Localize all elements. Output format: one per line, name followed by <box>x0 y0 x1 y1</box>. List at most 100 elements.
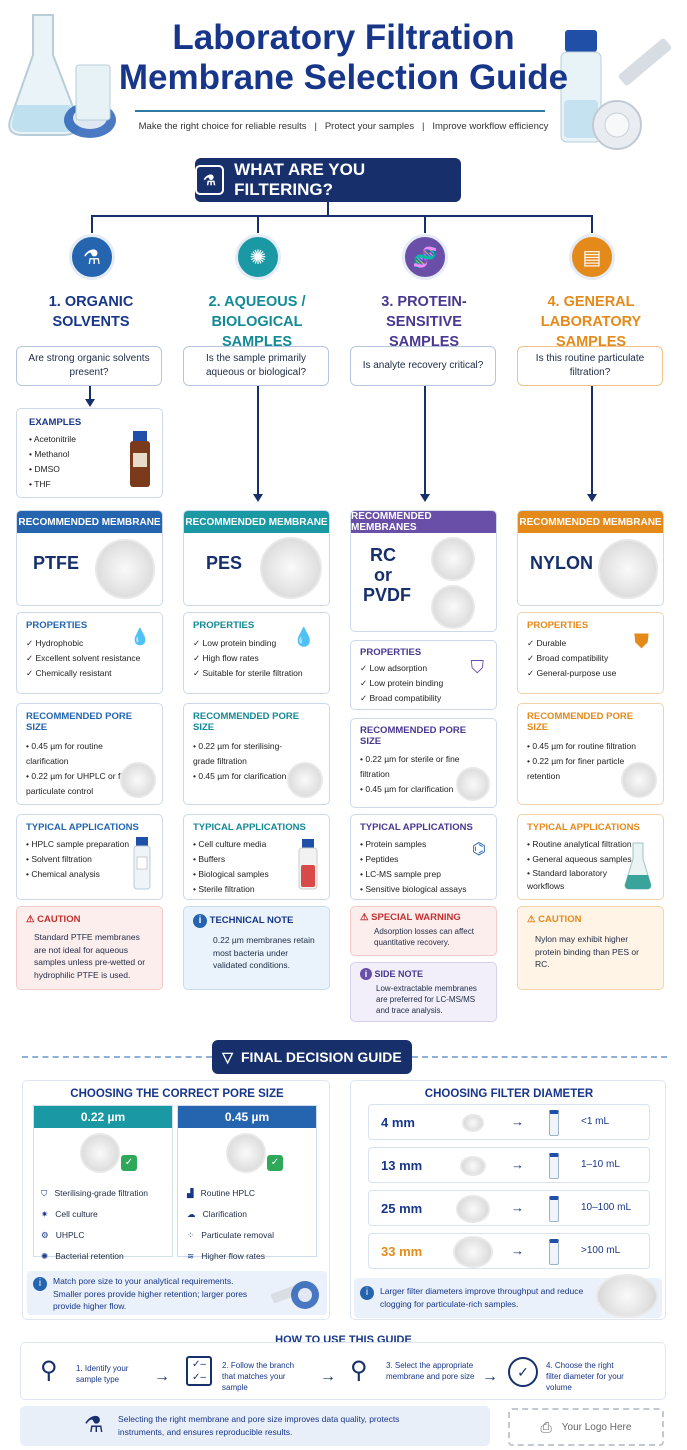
vial-icon <box>549 1196 559 1222</box>
chart-icon: ▟ <box>187 1188 194 1198</box>
tree-drop-3 <box>424 215 426 233</box>
app-item: • Buffers <box>193 854 226 864</box>
info-icon: i <box>193 914 207 928</box>
pore-title: RECOMMENDED PORE SIZE <box>360 725 467 747</box>
pore-045-item: ≋ Higher flow rates <box>187 1251 265 1261</box>
volume-label: <1 mL <box>581 1116 610 1127</box>
pore-title: RECOMMENDED PORE SIZE <box>193 711 300 733</box>
pore-022-list: ⛉ Sterilising-grade filtration ✷ Cell cu… <box>41 1183 148 1267</box>
app-item: • Sensitive biological assays <box>360 884 467 894</box>
vial-syringe-illustration <box>555 25 683 155</box>
rec-header: RECOMMENDED MEMBRANE <box>17 511 162 533</box>
dashed-divider-right <box>412 1056 667 1058</box>
howto-step: 4. Choose the right filter diameter for … <box>546 1361 624 1392</box>
membrane-disc-rc <box>431 537 475 581</box>
pore-045-item: ▟ Routine HPLC <box>187 1188 255 1198</box>
caution-note: ⚠ CAUTION Nylon may exhibit higher prote… <box>517 906 664 990</box>
example-item: • Acetonitrile <box>29 434 76 444</box>
pore-card: RECOMMENDED PORE SIZE • 0.22 µm for ster… <box>183 703 330 805</box>
applications-card: TYPICAL APPLICATIONS • HPLC sample prepa… <box>16 814 163 900</box>
question-general: Is this routine particulate filtration? <box>517 346 663 386</box>
pore-section-title: CHOOSING THE CORRECT PORE SIZE <box>70 1088 284 1100</box>
info-icon: i <box>33 1277 47 1291</box>
warning-icon: ⚠ <box>360 912 369 923</box>
applications-title: TYPICAL APPLICATIONS <box>527 822 640 833</box>
tree-drop-2 <box>257 215 259 233</box>
pore-card: RECOMMENDED PORE SIZE • 0.22 µm for ster… <box>350 718 497 808</box>
app-item: • Routine analytical filtration <box>527 839 632 849</box>
volume-label: >100 mL <box>581 1245 621 1256</box>
connector-arrow <box>587 494 597 502</box>
properties-card: PROPERTIES ✓ Low adsorption ✓ Low protei… <box>350 640 497 710</box>
app-item: • Protein samples <box>360 839 427 849</box>
footer-note <box>20 1406 490 1446</box>
caution-text: Standard PTFE membranes are not ideal fo… <box>34 932 146 980</box>
pore-item: • 0.45 µm for routine filtration <box>527 741 636 751</box>
vial-icon <box>549 1153 559 1179</box>
filter-disc <box>456 1195 490 1223</box>
side-note-text: Low-extractable membranes are preferred … <box>376 984 477 1015</box>
pore-022-panel: 0.22 µm <box>33 1105 173 1257</box>
applications-card: TYPICAL APPLICATIONS • Protein samples •… <box>350 814 497 900</box>
property-item: ✓ High flow rates <box>193 653 259 663</box>
property-item: ✓ General-purpose use <box>527 668 617 678</box>
pore-tip-text: Match pore size to your analytical requi… <box>53 1276 248 1311</box>
diameter-tip-text: Larger filter diameters improve throughp… <box>380 1286 584 1309</box>
tree-drop-4 <box>591 215 593 233</box>
app-item: • Solvent filtration <box>26 854 92 864</box>
pore-title: RECOMMENDED PORE SIZE <box>527 711 634 733</box>
title-divider <box>135 110 545 112</box>
warning-icon: ⚠ <box>26 914 35 925</box>
examples-card: EXAMPLES • Acetonitrile • Methanol • DMS… <box>16 408 163 498</box>
pore-disc <box>456 767 490 801</box>
example-item: • Methanol <box>29 449 70 459</box>
dashed-divider-left <box>22 1056 212 1058</box>
question-banner: ⚗ WHAT ARE YOU FILTERING? <box>195 158 461 202</box>
arrow-icon: → <box>511 1200 524 1215</box>
property-item: ✓ Broad compatibility <box>527 653 609 663</box>
pore-item: • 0.22 µm for finer particle retention <box>527 756 625 781</box>
applications-title: TYPICAL APPLICATIONS <box>193 822 306 833</box>
special-warning: ⚠ SPECIAL WARNING Adsorption losses can … <box>350 906 497 956</box>
arrow-icon: → <box>511 1114 524 1129</box>
arrow-icon: → <box>320 1368 336 1385</box>
flask-illustration <box>8 10 118 140</box>
pore-title: RECOMMENDED PORE SIZE <box>26 711 133 733</box>
arrow-icon: → <box>482 1368 498 1385</box>
app-item: • Biological samples <box>193 869 269 879</box>
howto-step: 1. Identify your sample type <box>76 1364 129 1384</box>
property-item: ✓ Suitable for sterile filtration <box>193 668 303 678</box>
applications-title: TYPICAL APPLICATIONS <box>360 822 473 833</box>
app-item: • Peptides <box>360 854 399 864</box>
shield-icon: ⛉ <box>470 657 485 677</box>
rec-header: RECOMMENDED MEMBRANES <box>351 511 496 533</box>
special-warning-title: ⚠ SPECIAL WARNING <box>360 912 461 923</box>
rec-header: RECOMMENDED MEMBRANE <box>184 511 329 533</box>
checklist-icon: ✓–✓– <box>186 1356 212 1386</box>
properties-card: PROPERTIES ✓ Low protein binding ✓ High … <box>183 612 330 694</box>
pore-045-item: ⁘ Particulate removal <box>187 1230 274 1240</box>
pore-045-disc <box>226 1133 266 1173</box>
diameter-label: 13 mm <box>381 1158 423 1173</box>
category-protein: 3. PROTEIN-SENSITIVE SAMPLES <box>381 294 467 350</box>
app-item: • Cell culture media <box>193 839 267 849</box>
volume-label: 1–10 mL <box>581 1159 620 1170</box>
info-icon: i <box>360 968 372 980</box>
cloud-icon: ☁ <box>187 1209 196 1219</box>
applications-card: TYPICAL APPLICATIONS • Routine analytica… <box>517 814 664 900</box>
diameter-row: 33 mm→>100 mL <box>368 1233 650 1269</box>
vial-icon <box>549 1110 559 1136</box>
magnifier-icon: ⚲ <box>350 1357 368 1384</box>
pore-045-list: ▟ Routine HPLC ☁ Clarification ⁘ Particu… <box>187 1183 274 1267</box>
diameter-row: 13 mm→1–10 mL <box>368 1147 650 1183</box>
pore-item: • 0.45 µm for routine clarification <box>26 741 103 766</box>
properties-title: PROPERTIES <box>527 620 589 631</box>
filter-disc <box>460 1155 486 1177</box>
membrane-name: NYLON <box>530 553 593 573</box>
info-icon: i <box>360 1286 374 1300</box>
check-circle-icon: ✓ <box>508 1357 538 1387</box>
search-icon: ⚲ <box>40 1357 58 1384</box>
examples-title: EXAMPLES <box>29 417 82 428</box>
howto-step: 3. Select the appropriate membrane and p… <box>386 1361 475 1381</box>
